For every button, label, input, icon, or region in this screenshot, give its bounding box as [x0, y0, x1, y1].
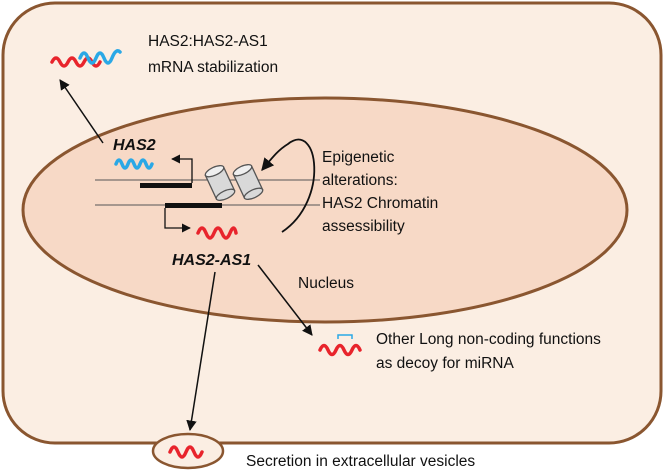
epigenetic-feedback-arrow	[261, 138, 316, 233]
chromatin-nucleosome-icon	[204, 163, 264, 202]
epigenetic-line-1: Epigenetic	[322, 149, 395, 166]
function-line-1: Other Long non-coding functions	[376, 331, 601, 348]
secretion-label: Secretion in extracellular vesicles	[246, 453, 475, 470]
export-arrow	[59, 79, 104, 144]
has2as1-label: HAS2-AS1	[172, 252, 251, 269]
secretion-arrow	[186, 271, 216, 432]
nucleus-label: Nucleus	[298, 275, 354, 292]
vesicle-rna-icon	[168, 445, 204, 459]
epigenetic-line-4: assessibility	[322, 218, 405, 235]
has2-rna-icon	[114, 158, 154, 170]
function-line-2: as decoy for miRNA	[376, 355, 514, 372]
rna-duplex-icon	[50, 49, 122, 68]
stabilization-subtitle: mRNA stabilization	[148, 59, 278, 76]
epigenetic-line-3: HAS2 Chromatin	[322, 195, 438, 212]
nucleus	[21, 96, 629, 324]
stabilization-title: HAS2:HAS2-AS1	[148, 33, 268, 50]
has2-label: HAS2	[113, 137, 156, 154]
function-arrow	[257, 264, 313, 336]
epigenetic-line-2: alterations:	[322, 172, 398, 189]
has2as1-rna-icon	[196, 226, 238, 240]
lncrna-mirna-icon	[318, 334, 362, 357]
has2-tss-arrow	[171, 154, 193, 183]
has2as1-tss-arrow	[164, 208, 191, 233]
